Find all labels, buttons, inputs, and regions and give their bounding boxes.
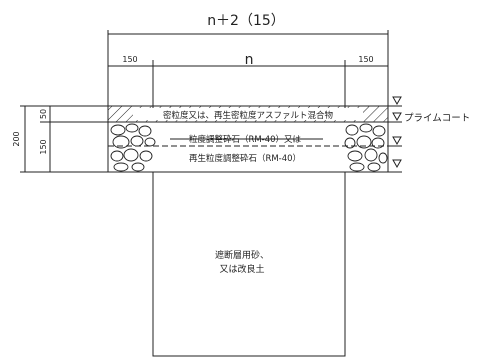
total-height-label: 200: [12, 131, 21, 146]
left-dimension-group: [20, 105, 108, 173]
base-course-strike-label: 粒度調整砕石（RM-40）又は: [189, 134, 302, 145]
top-dimension-group: [107, 30, 389, 110]
right-margin-label: 150: [358, 55, 373, 64]
surface-course-label-bg: [133, 108, 363, 120]
subgrade-label-line1: 遮断層用砂、: [215, 249, 269, 261]
surface-course-label: 密粒度又は、再生密粒度アスファルト混合物: [163, 110, 334, 121]
base-thickness-label: 150: [39, 139, 48, 154]
level-triangle-4: [392, 159, 402, 169]
prime-coat-label: プライムコート: [404, 113, 470, 124]
subgrade-layer: [152, 171, 346, 357]
level-triangle-1: [392, 96, 402, 106]
level-triangle-3: [392, 136, 402, 146]
right-level-markers: [388, 96, 402, 173]
total-width-label: n＋2（15）: [207, 13, 285, 29]
level-triangle-2: [392, 112, 402, 122]
subgrade-label-line2: 又は改良土: [219, 263, 264, 275]
inner-width-label: n: [245, 52, 254, 68]
left-margin-label: 150: [122, 55, 137, 64]
surface-thickness-label: 50: [39, 109, 48, 119]
base-course-label: 再生粒度調整砕石（RM-40）: [189, 153, 301, 164]
base-course-layer: [107, 121, 389, 173]
left-aggregate-stones: [110, 123, 156, 172]
